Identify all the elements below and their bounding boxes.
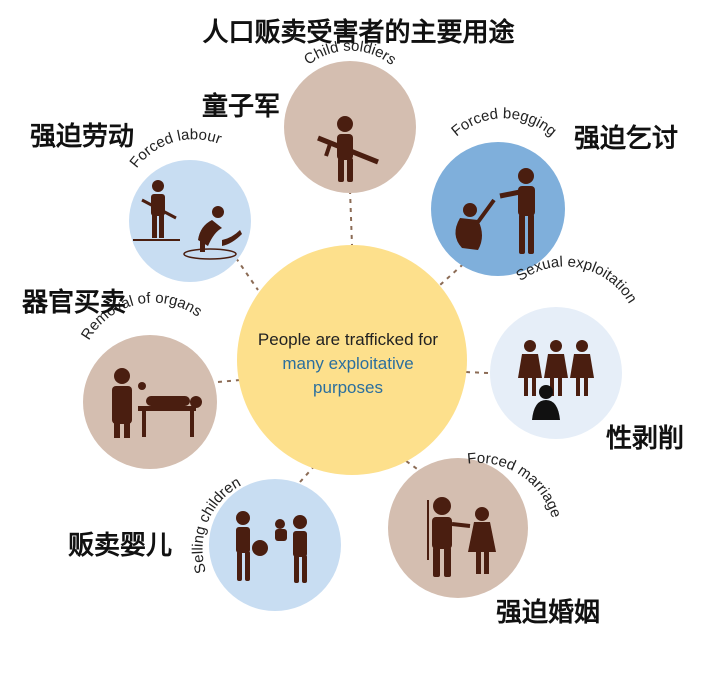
node-sexual-exploitation: Sexual exploitation: [490, 253, 640, 439]
cn-label-removal-of-organs: 器官买卖: [22, 288, 127, 318]
exploited-women-icon: [518, 340, 594, 420]
cn-label-child-soldiers: 童子军: [202, 92, 281, 122]
center-text-line-3: purposes: [313, 378, 383, 397]
organ-removal-icon: [112, 368, 202, 438]
center-text-line-2: many exploitative: [282, 354, 414, 373]
svg-text:Forced begging: Forced begging: [448, 105, 560, 140]
node-circle-forced-marriage: [388, 458, 528, 598]
cn-label-sexual-exploitation: 性剥削: [606, 424, 685, 454]
node-forced-marriage: Forced marriage: [388, 450, 565, 598]
cn-label-forced-labour: 强迫劳动: [30, 122, 135, 152]
connector-sexual-exploitation: [464, 371, 489, 374]
arc-label-forced-begging: Forced begging: [448, 105, 560, 140]
connector-forced-begging: [439, 257, 471, 286]
page-title: 人口贩卖受害者的主要用途: [202, 18, 515, 48]
connector-removal-of-organs: [217, 379, 241, 383]
node-circle-forced-labour: [129, 160, 251, 282]
node-forced-labour: Forced labour: [126, 126, 251, 282]
cn-label-forced-marriage: 强迫婚姻: [496, 598, 601, 628]
center-text: People are trafficked for many exploitat…: [238, 328, 458, 400]
cn-label-selling-children: 贩卖婴儿: [68, 531, 173, 561]
node-forced-begging: Forced begging: [431, 105, 565, 276]
child-soldier-icon: [317, 116, 379, 182]
node-child-soldiers: Child soldiers: [284, 38, 416, 193]
center-text-line-1: People are trafficked for: [257, 330, 439, 349]
connector-forced-labour: [235, 257, 259, 291]
cn-label-forced-begging: 强迫乞讨: [574, 124, 679, 154]
center-circle: [237, 245, 467, 475]
connector-child-soldiers: [349, 189, 353, 246]
node-selling-children: Selling children: [190, 474, 341, 611]
begging-child-icon: [455, 168, 535, 254]
forced-marriage-icon: [427, 497, 496, 577]
connectors: [217, 189, 489, 483]
selling-children-icon: [236, 511, 307, 583]
forced-labour-icon: [133, 180, 242, 260]
